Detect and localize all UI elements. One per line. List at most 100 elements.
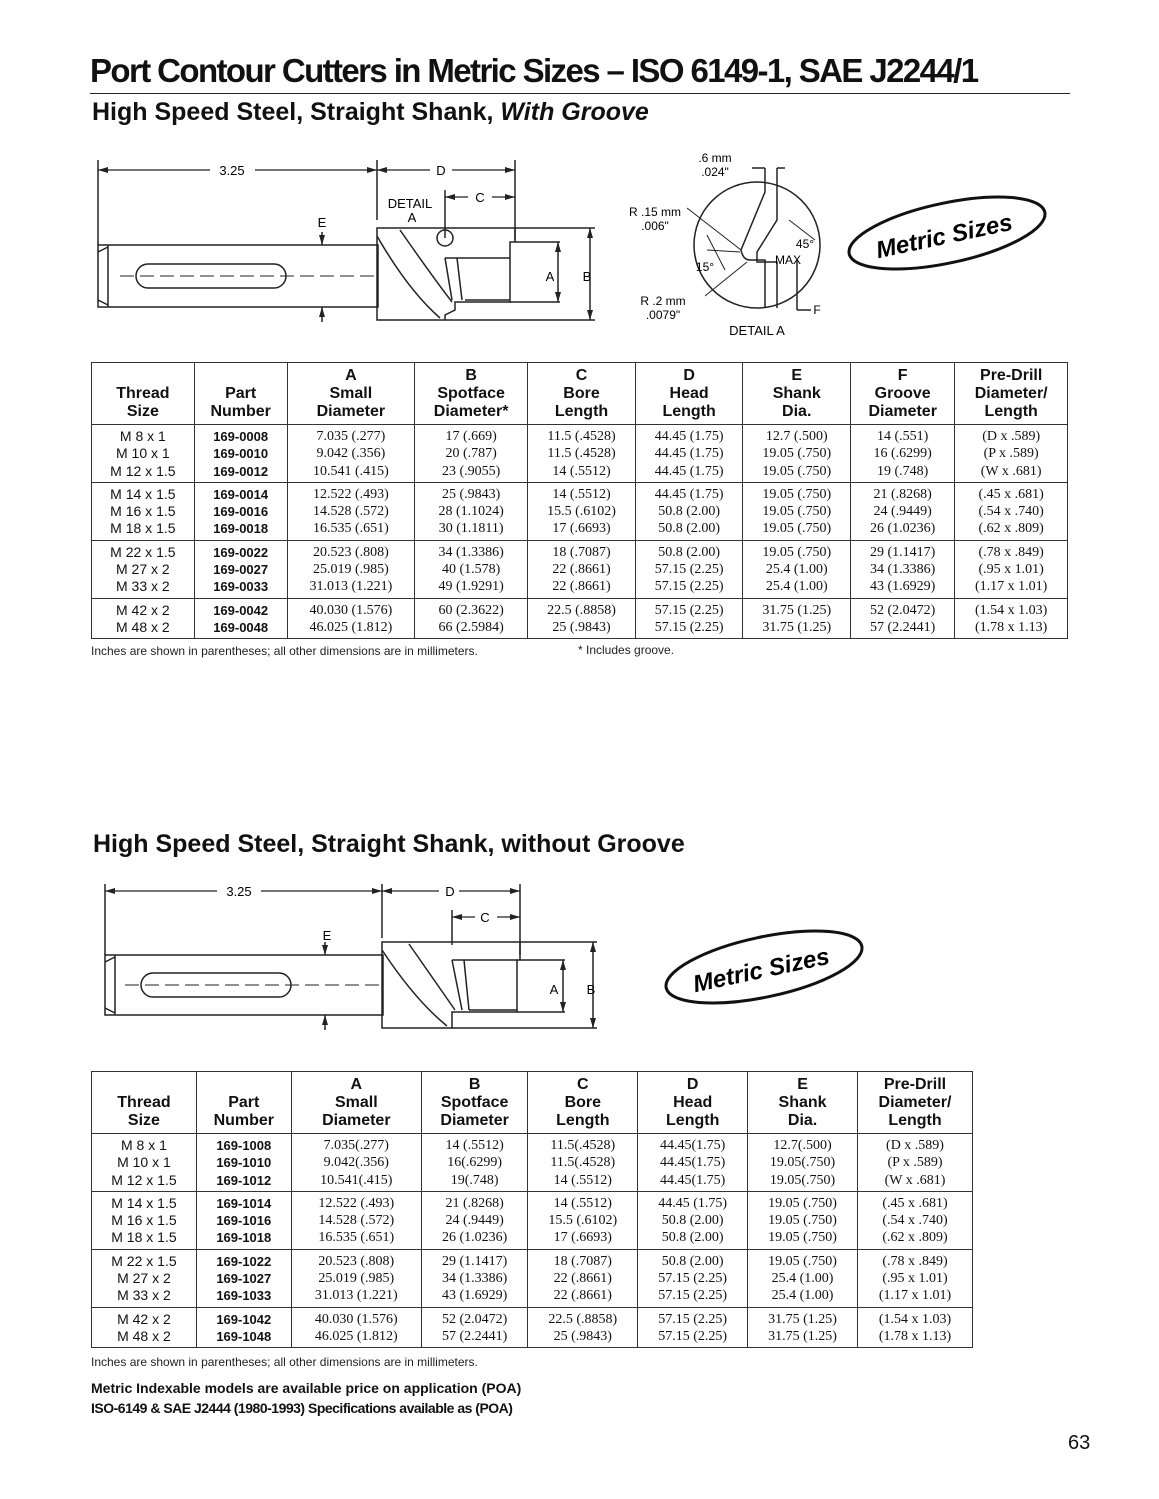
table-cell: 25.4 (1.00) xyxy=(742,561,852,579)
table-cell: 20 (.787) xyxy=(414,445,529,463)
table-cell: 7.035(.277) xyxy=(290,1133,422,1155)
column-header-line: C xyxy=(575,367,588,384)
detail-max: MAX xyxy=(775,253,801,267)
column-header-line: Small xyxy=(334,1094,378,1111)
table-cell: 19.05 (.750) xyxy=(742,503,852,521)
table-cell: 19.05 (.750) xyxy=(747,1248,858,1271)
column-header-line: Size xyxy=(127,1112,160,1129)
table-cell: 14 (.5512) xyxy=(527,462,636,483)
column-header-line: Pre-Drill xyxy=(980,367,1043,384)
table-cell: 25.4 (1.00) xyxy=(742,578,852,599)
table-cell: (1.17 x 1.01) xyxy=(954,578,1068,599)
table-cell: M 8 x 1 xyxy=(91,424,195,446)
table-cell: M 16 x 1.5 xyxy=(91,1212,197,1230)
metric-sizes-badge-1: Metric Sizes xyxy=(847,195,1047,271)
column-header-line: B xyxy=(468,1076,481,1093)
column-header-line: Length xyxy=(984,403,1038,420)
column-header-line xyxy=(94,367,192,385)
table-cell: M 27 x 2 xyxy=(91,1270,197,1288)
table-cell: M 22 x 1.5 xyxy=(91,539,195,562)
column-header-line: Shank xyxy=(772,385,821,402)
table-cell: M 12 x 1.5 xyxy=(91,462,195,483)
detail-f-label: F xyxy=(813,303,820,317)
dim-overall-label: 3.25 xyxy=(219,163,244,178)
table-cell: 50.8 (2.00) xyxy=(634,539,744,562)
detail-a-drawing: .6 mm .024" R .15 mm .006" 45° MAX 15° R… xyxy=(629,151,821,338)
column-header-line: Dia. xyxy=(782,403,812,420)
column-header-line: E xyxy=(791,367,803,384)
column-header-line: Spotface xyxy=(437,385,505,402)
table-cell: 169-0008 xyxy=(193,424,288,446)
table-cell: 57.15 (2.25) xyxy=(634,618,744,640)
detail-r2-mm: R .2 mm xyxy=(640,294,685,308)
column-header-line: Length xyxy=(888,1112,942,1129)
table-cell: 19.05 (.750) xyxy=(747,1229,858,1250)
column-header-line: Diameter xyxy=(440,1112,509,1129)
column-header-line xyxy=(94,1076,194,1094)
table-cell: (1.54 x 1.03) xyxy=(954,597,1068,619)
table-cell: M 48 x 2 xyxy=(91,618,195,640)
metric-sizes-badge-2: Metric Sizes xyxy=(664,929,864,1005)
table-cell: 66 (2.5984) xyxy=(414,618,529,640)
table-cell: (.54 x .740) xyxy=(954,503,1068,521)
detail-callout-letter: A xyxy=(408,210,417,225)
table-cell: M 18 x 1.5 xyxy=(91,520,195,541)
table-cell: 10.541 (.415) xyxy=(286,462,416,483)
table-cell: 29 (1.1417) xyxy=(420,1248,529,1271)
table-cell: 169-1022 xyxy=(195,1248,292,1271)
column-header-line: D xyxy=(683,367,695,384)
table-cell: (1.54 x 1.03) xyxy=(857,1306,973,1328)
table-cell: 60 (2.3622) xyxy=(414,597,529,619)
table-cell: 44.45 (1.75) xyxy=(634,481,744,504)
table-cell: 20.523 (.808) xyxy=(290,1248,422,1271)
section1-title-emphasis: With Groove xyxy=(500,98,649,126)
table-cell: 169-0033 xyxy=(193,578,288,599)
table-cell: 169-1042 xyxy=(195,1306,292,1328)
table-cell: 12.7 (.500) xyxy=(742,424,852,446)
section1-title-main: High Speed Steel, Straight Shank, xyxy=(92,98,494,126)
units-note-2: Inches are shown in parentheses; all oth… xyxy=(91,1355,478,1369)
table-cell: (D x .589) xyxy=(954,424,1068,446)
table-cell: 169-0012 xyxy=(193,462,288,483)
column-header-line: B xyxy=(465,367,477,384)
detail-top-in: .024" xyxy=(701,165,729,179)
table-cell: 34 (1.3386) xyxy=(850,561,956,579)
table-cell: 14 (.551) xyxy=(850,424,956,446)
table-cell: 20.523 (.808) xyxy=(286,539,416,562)
detail-r2-in: .0079" xyxy=(646,308,680,322)
table-cell: 17 (.669) xyxy=(414,424,529,446)
table-cell: 169-0042 xyxy=(193,597,288,619)
table-cell: M 10 x 1 xyxy=(91,445,195,463)
column-header-line: Head xyxy=(673,1094,713,1111)
table-cell: 31.75 (1.25) xyxy=(747,1327,858,1349)
table-cell: 19.05 (.750) xyxy=(742,462,852,483)
table-cell: 46.025 (1.812) xyxy=(290,1327,422,1349)
table-cell: 50.8 (2.00) xyxy=(634,520,744,541)
dim-c-label: C xyxy=(475,190,484,205)
table-cell: 12.7(.500) xyxy=(747,1133,858,1155)
dim-d-label-2: D xyxy=(445,884,454,899)
table-cell: 19(.748) xyxy=(420,1171,529,1192)
table-cell: (P x .589) xyxy=(857,1154,973,1172)
table-cell: 17 (.6693) xyxy=(527,1229,639,1250)
column-header-line: E xyxy=(797,1076,808,1093)
table-cell: 22 (.8661) xyxy=(527,1270,639,1288)
table-cell: M 27 x 2 xyxy=(91,561,195,579)
table-cell: 49 (1.9291) xyxy=(414,578,529,599)
table-cell: 16 (.6299) xyxy=(850,445,956,463)
table-cell: 44.45(1.75) xyxy=(637,1133,749,1155)
table-cell: (W x .681) xyxy=(954,462,1068,483)
table-cell: 43 (1.6929) xyxy=(420,1287,529,1308)
